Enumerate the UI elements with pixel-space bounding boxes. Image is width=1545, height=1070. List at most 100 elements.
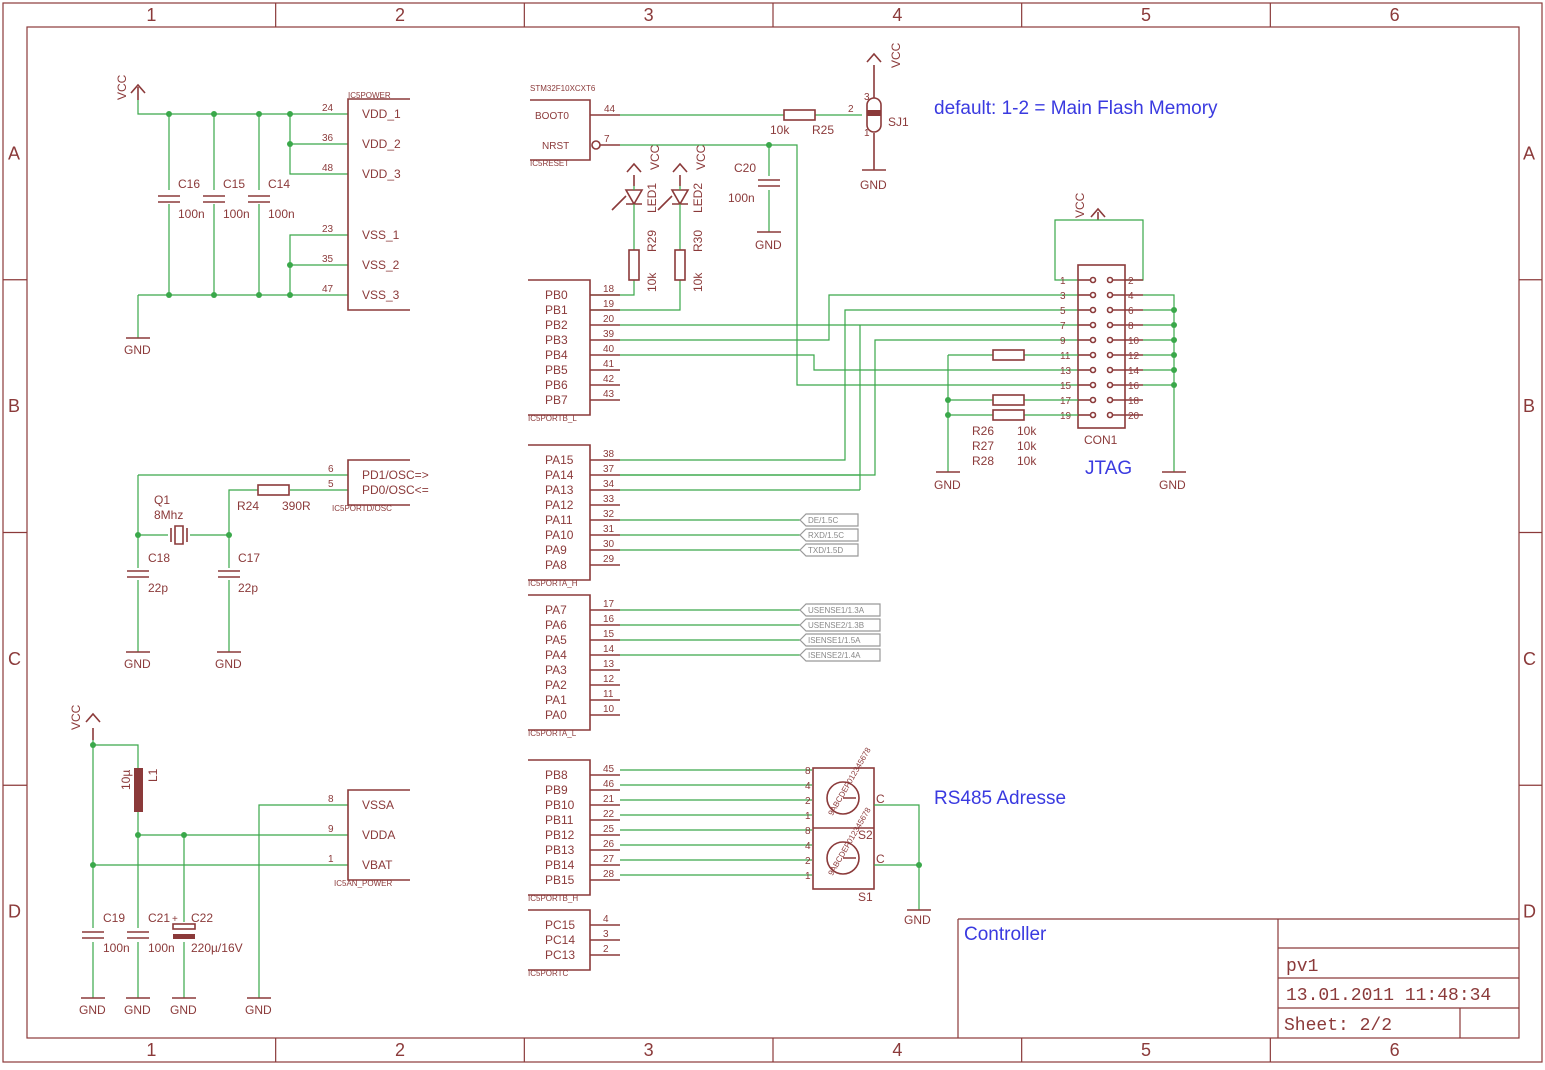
net-flag-label: USENSE2/1.3B [808,621,864,630]
pin-name: PA3 [545,663,567,677]
pin-name: VBAT [362,858,393,872]
pin-name: PB6 [545,378,568,392]
pin-number: 12 [1128,351,1140,362]
c16-value: 100n [178,207,205,221]
row-label-left: B [8,396,20,416]
pin-number: 6 [328,464,334,475]
r24-value: 390R [282,499,311,513]
pin-name: VSS_1 [362,228,400,242]
row-label-left: C [8,649,21,669]
pin-number: 18 [1128,396,1140,407]
pin-pad [1089,291,1097,299]
vcc-label: VCC [69,704,83,730]
pin-name: PA7 [545,603,567,617]
net-flag-label: RXD/1.5C [808,531,844,540]
net-flag-label: USENSE1/1.3A [808,606,865,615]
pin-name: PB4 [545,348,568,362]
gnd-label: GND [124,343,151,357]
net-flag-label: ISENSE1/1.5A [808,636,861,645]
gnd-label: GND [1159,478,1186,492]
pin-number: 5 [328,479,334,490]
l1-name: L1 [146,768,160,782]
s1-common: C [876,852,885,866]
r30-name: R30 [691,230,705,252]
pin-44: 44 [604,104,616,115]
vcc-label: VCC [115,74,129,100]
pin-number: 17 [1060,396,1072,407]
gnd-label: GND [124,1003,151,1017]
net-labels: DE/1.5CRXD/1.5CTXD/1.5DUSENSE1/1.3AUSENS… [799,513,881,662]
pin-number: 1 [328,854,334,865]
pin-number: 27 [603,854,615,865]
r29-value: 10k [645,272,659,292]
pin-pad [1106,291,1114,299]
c15-name: C15 [223,177,245,191]
pin-number: 43 [603,389,615,400]
pin-name: PD0/OSC<= [362,483,429,497]
pin-name: PA14 [545,468,574,482]
c20-value: 100n [728,191,755,205]
pin-number: 24 [322,103,334,114]
pin-number: 16 [603,614,615,625]
pin-pad [1089,276,1097,284]
pin-name: PA0 [545,708,567,722]
pin-pad [1106,381,1114,389]
pin-number: 38 [603,449,615,460]
ic-outline [347,789,410,881]
version: pv1 [1286,957,1318,977]
ic-label: IC5AN_POWER [334,879,392,888]
pin-number: 32 [603,509,615,520]
pin-name: PA11 [545,513,573,527]
c18-value: 22p [148,581,168,595]
column-label-bottom: 2 [395,1040,405,1060]
c20-name: C20 [734,161,756,175]
pin-name: PC14 [545,933,575,947]
sj1-pin-3: 3 [864,92,870,103]
column-label-top: 4 [892,5,902,25]
net-flag [799,648,881,662]
r27-value: 10k [1017,439,1037,453]
port-label: IC5PORTC [528,969,569,978]
r28-name: R28 [972,454,994,468]
pin-number: 8 [328,794,334,805]
switch-weight: 2 [805,796,811,807]
pin-number: 2 [603,944,609,955]
ic-outline [347,98,410,311]
pin-number: 29 [603,554,615,565]
switch-weight: 8 [805,826,811,837]
pin-number: 14 [1128,366,1140,377]
net-flag-label: ISENSE2/1.4A [808,651,861,660]
pin-number: 23 [322,224,334,235]
c21-name: C21 [148,911,170,925]
c14-name: C14 [268,177,290,191]
pin-number: 9 [1060,336,1066,347]
net-flag [799,633,881,647]
pin-number: 7 [1060,321,1066,332]
pin-number: 41 [603,359,615,370]
datetime: 13.01.2011 11:48:34 [1286,986,1491,1006]
c17-name: C17 [238,551,260,565]
pin-number: 37 [603,464,615,475]
r24-name: R24 [237,499,259,513]
gnd-label: GND [860,178,887,192]
title-block: Controller pv1 13.01.2011 11:48:34 Sheet… [957,918,1519,1038]
r26-value: 10k [1017,424,1037,438]
column-label-top: 5 [1141,5,1151,25]
pin-number: 3 [603,929,609,940]
c21-value: 100n [148,941,175,955]
pin-name: VSSA [362,798,394,812]
pin-name: PB1 [545,303,568,317]
pin-pad [1106,321,1114,329]
port-outline [528,759,591,896]
pin-name: PC13 [545,948,575,962]
sheet-number: Sheet: 2/2 [1284,1016,1392,1036]
row-label-right: B [1523,396,1535,416]
net-flag-label: DE/1.5C [808,516,838,525]
pin-name: PB5 [545,363,568,377]
switch-weight: 4 [805,841,811,852]
pin-name: PB15 [545,873,575,887]
svg-text:+: + [172,914,178,925]
pin-7: 7 [604,134,610,145]
